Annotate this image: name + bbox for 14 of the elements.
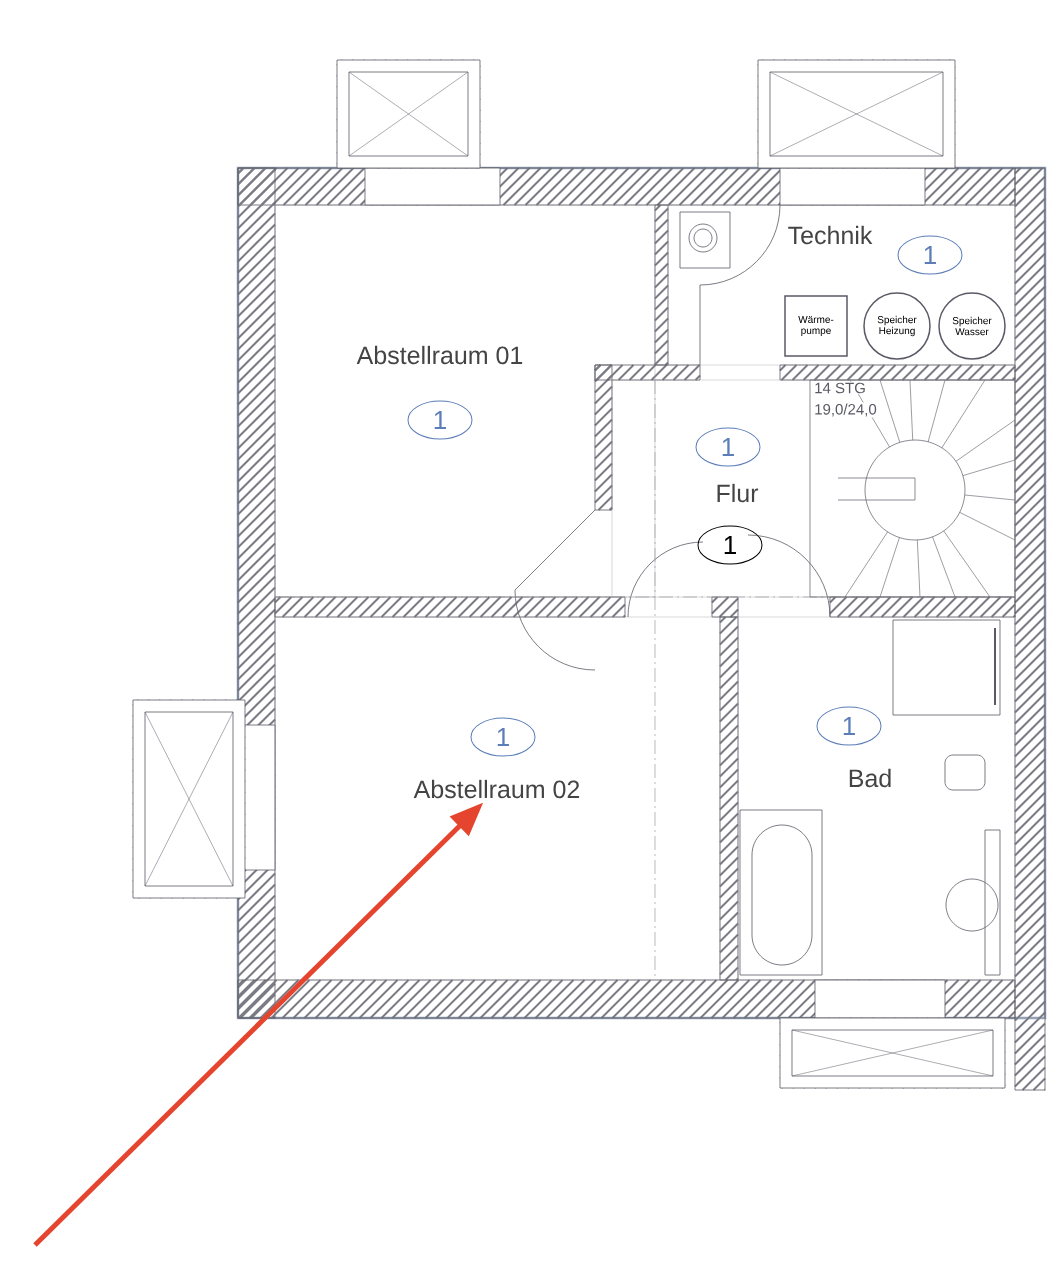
room-number-oval: 1 xyxy=(697,525,763,565)
room-number-oval: 1 xyxy=(897,235,963,275)
room-label: Abstellraum 02 xyxy=(413,779,580,799)
stair-label: 14 STG xyxy=(813,381,867,395)
room-label: Flur xyxy=(717,483,759,503)
room-number-oval: 1 xyxy=(407,400,473,440)
room-label: Abstellraum 01 xyxy=(356,345,523,365)
heat-pump-box: Wärme- pumpe xyxy=(784,295,848,357)
room-number-oval: 1 xyxy=(695,427,761,467)
room-number-oval: 1 xyxy=(470,717,536,757)
room-number-oval: 1 xyxy=(816,706,882,746)
room-label: Technik xyxy=(788,225,873,245)
room-label: Bad xyxy=(849,768,891,788)
stair-label: 19,0/24,0 xyxy=(813,402,878,418)
